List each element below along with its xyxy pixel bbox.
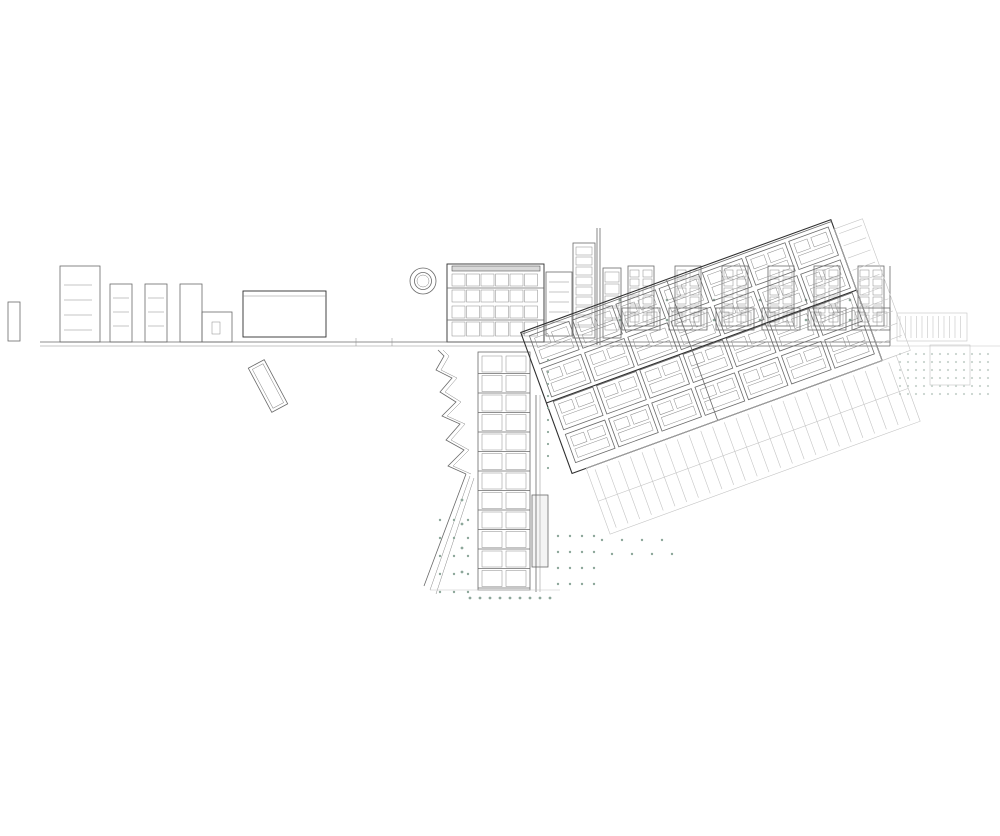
west-hall [242, 290, 327, 338]
west-block-1 [59, 265, 101, 343]
west-small-annex [201, 311, 233, 343]
east-annex [890, 312, 1000, 396]
diagonal-main-complex [520, 218, 883, 475]
west-building-strip [7, 265, 440, 413]
diagonal-faint-extension [585, 218, 921, 535]
west-small-block [7, 301, 21, 342]
tree-rows [438, 358, 674, 600]
south-wing [423, 349, 560, 595]
zigzag-promenade [435, 349, 467, 475]
west-block-3 [144, 283, 168, 343]
rotated-pavilion [247, 359, 289, 413]
west-block-4 [179, 283, 203, 343]
central-core-building [446, 228, 601, 345]
rotunda [409, 267, 437, 295]
west-block-2 [109, 283, 133, 343]
